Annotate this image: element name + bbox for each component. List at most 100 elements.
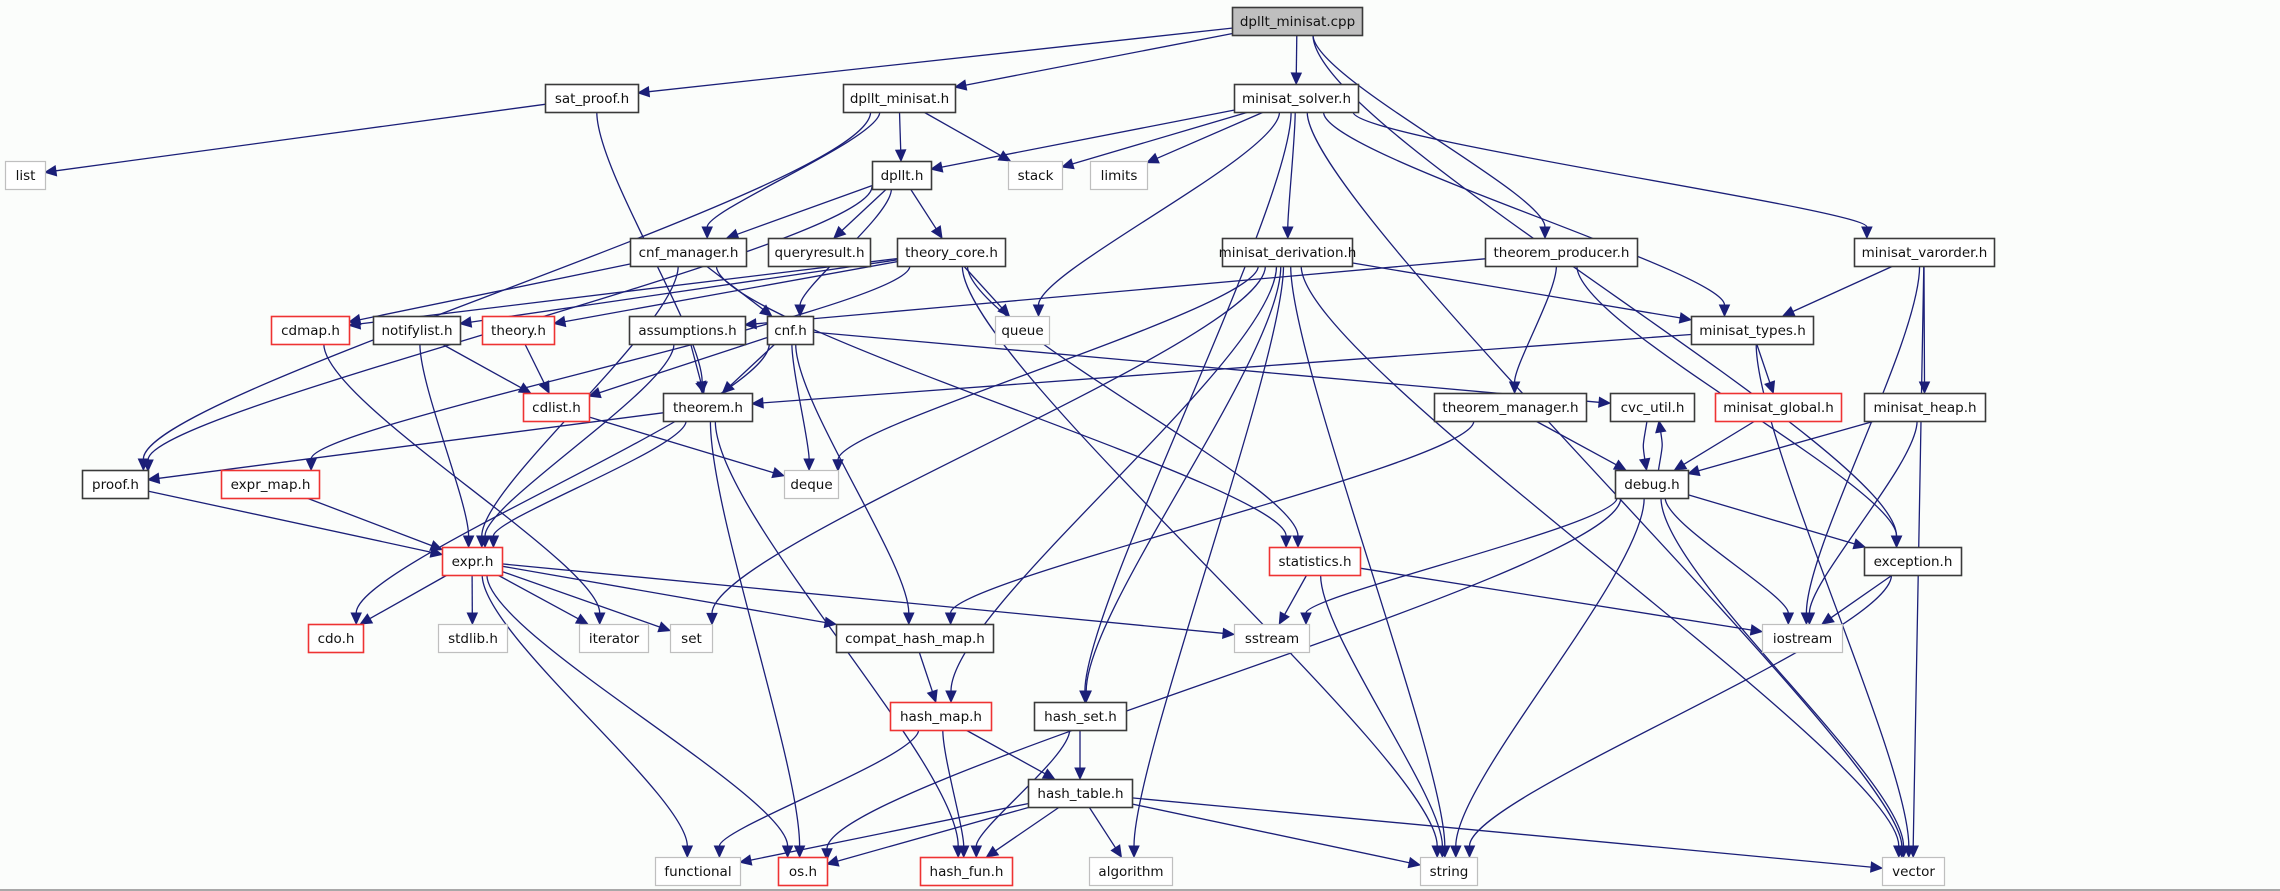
edge-theory_core_h-to-theory_h — [564, 261, 898, 323]
edge-theorem_h-to-expr_h — [492, 420, 687, 537]
node-theorem-h[interactable]: theorem.h — [662, 392, 754, 423]
arrowhead-icon — [1280, 535, 1292, 549]
node-expr-map-h[interactable]: expr_map.h — [220, 469, 321, 500]
node-theory-h[interactable]: theory.h — [481, 315, 556, 346]
node-assumptions-h[interactable]: assumptions.h — [628, 315, 747, 346]
node-label: statistics.h — [1278, 554, 1351, 570]
edge-minisat_solver_h-to-vector — [1306, 111, 1903, 847]
edge-assumptions_h-to-theorem_h — [690, 343, 702, 383]
node-cnf-manager-h[interactable]: cnf_manager.h — [629, 237, 748, 268]
node-box — [1088, 856, 1174, 887]
arrowhead-icon — [1673, 459, 1688, 471]
edge-theory_h-to-cdlist_h — [524, 343, 545, 384]
edge-minisat_solver_h-to-minisat_derivation_h — [1287, 111, 1296, 228]
edge-theory_core_h-to-statistics_h — [966, 265, 1299, 537]
node-box — [220, 469, 321, 500]
edge-hash_table_h-to-algorithm — [1088, 806, 1117, 849]
node-cdo-h[interactable]: cdo.h — [307, 623, 365, 654]
node-label: expr_map.h — [231, 477, 311, 493]
node-label: expr.h — [452, 554, 494, 570]
node-box — [481, 315, 556, 346]
node-box — [835, 623, 995, 654]
edge-cnf_h-to-compat_hash_map_h — [795, 343, 910, 614]
edge-minisat_solver_h-to-minisat_types_h — [1322, 111, 1726, 306]
edge-minisat_solver_h-to-dpllt_h — [941, 109, 1235, 168]
edge-theorem_manager_h-to-compat_hash_map_h — [949, 420, 1475, 614]
node-minisat-global-h[interactable]: minisat_global.h — [1714, 392, 1843, 423]
edge-hash_set_h-to-hash_fun_h — [975, 729, 1071, 847]
node-theorem-manager-h[interactable]: theorem_manager.h — [1433, 392, 1588, 423]
node-hash-map-h[interactable]: hash_map.h — [889, 701, 993, 732]
node-minisat-derivation-h[interactable]: minisat_derivation.h — [1219, 237, 1357, 268]
node-os-h[interactable]: os.h — [777, 856, 829, 887]
arrowhead-icon — [957, 845, 970, 859]
node-dpllt-minisat-h[interactable]: dpllt_minisat.h — [842, 83, 957, 114]
node-expr-h[interactable]: expr.h — [441, 546, 504, 577]
edges-layer — [43, 27, 1931, 873]
arrowhead-icon — [347, 318, 362, 330]
node-hash-fun-h[interactable]: hash_fun.h — [919, 856, 1014, 887]
edge-theory_core_h-to-queue — [963, 265, 1003, 309]
edge-dpllt_h-to-queryresult_h — [841, 188, 887, 231]
node-box — [1761, 623, 1844, 654]
node-statistics-h[interactable]: statistics.h — [1268, 546, 1362, 577]
node-box — [777, 856, 829, 887]
node-box — [1231, 6, 1364, 37]
node-cdmap-h[interactable]: cdmap.h — [270, 315, 351, 346]
node-dpllt-h[interactable]: dpllt.h — [871, 160, 933, 191]
edge-minisat_derivation_h-to-algorithm — [1133, 265, 1285, 847]
node-list: list — [4, 160, 47, 191]
node-exception-h[interactable]: exception.h — [1863, 546, 1963, 577]
edge-cnf_h-to-cdlist_h — [599, 336, 768, 394]
edge-minisat_derivation_h-to-set — [711, 265, 1267, 614]
arrowhead-icon — [1128, 845, 1140, 859]
node-label: hash_table.h — [1037, 786, 1123, 802]
node-hash-set-h[interactable]: hash_set.h — [1033, 701, 1128, 732]
node-sat-proof-h[interactable]: sat_proof.h — [544, 83, 640, 114]
node-theorem-producer-h[interactable]: theorem_producer.h — [1484, 237, 1639, 268]
edge-minisat_varorder_h-to-minisat_types_h — [1792, 265, 1894, 313]
node-minisat-heap-h[interactable]: minisat_heap.h — [1863, 392, 1987, 423]
arrowhead-icon — [985, 845, 1000, 858]
node-theory-core-h[interactable]: theory_core.h — [896, 237, 1007, 268]
edge-minisat_heap_h-to-debug_h — [1698, 420, 1876, 472]
node-cvc-util-h[interactable]: cvc_util.h — [1609, 392, 1696, 423]
node-box — [437, 623, 509, 654]
node-dpllt-minisat-cpp[interactable]: dpllt_minisat.cpp — [1231, 6, 1364, 37]
arrowhead-icon — [1718, 304, 1731, 318]
node-minisat-varorder-h[interactable]: minisat_varorder.h — [1853, 237, 1996, 268]
edge-hash_table_h-to-os_h — [837, 806, 1031, 862]
nodes-layer: dpllt_minisat.cpp sat_proof.h dpllt_minisa… — [4, 6, 1996, 887]
node-hash-table-h[interactable]: hash_table.h — [1027, 778, 1134, 809]
node-box — [1419, 856, 1479, 887]
arrowhead-icon — [706, 612, 718, 626]
arrowhead-icon — [636, 85, 651, 98]
node-proof-h[interactable]: proof.h — [81, 469, 150, 500]
node-cnf-h[interactable]: cnf.h — [766, 315, 815, 346]
edge-dpllt_h-to-cnf_manager_h — [736, 184, 873, 235]
arrowhead-icon — [1686, 465, 1701, 477]
node-cdlist-h[interactable]: cdlist.h — [522, 392, 591, 423]
node-label: minisat_varorder.h — [1862, 245, 1988, 261]
arrowhead-icon — [1463, 845, 1476, 859]
edge-assumptions_h-to-expr_h — [484, 343, 675, 537]
arrowhead-icon — [695, 380, 707, 395]
edge-hash_table_h-to-vector — [1131, 797, 1872, 868]
node-label: cdlist.h — [532, 400, 581, 416]
arrowhead-icon — [725, 228, 740, 240]
node-minisat-solver-h[interactable]: minisat_solver.h — [1233, 83, 1360, 114]
node-debug-h[interactable]: debug.h — [1614, 469, 1690, 500]
node-label: cvc_util.h — [1621, 400, 1685, 416]
node-label: list — [16, 168, 36, 184]
arrowhead-icon — [1060, 158, 1075, 170]
arrowhead-icon — [1145, 152, 1160, 164]
node-minisat-types-h[interactable]: minisat_types.h — [1690, 315, 1815, 346]
edge-expr_map_h-to-expr_h — [306, 497, 432, 547]
node-notifylist-h[interactable]: notifylist.h — [372, 315, 462, 346]
node-label: minisat_types.h — [1699, 323, 1806, 339]
node-queryresult-h[interactable]: queryresult.h — [767, 237, 872, 268]
edge-exception_h-to-iostream — [1830, 574, 1893, 619]
node-compat-hash-map-h[interactable]: compat_hash_map.h — [835, 623, 995, 654]
arrowhead-icon — [538, 380, 550, 395]
edge-minisat_solver_h-to-queue — [1037, 111, 1281, 306]
